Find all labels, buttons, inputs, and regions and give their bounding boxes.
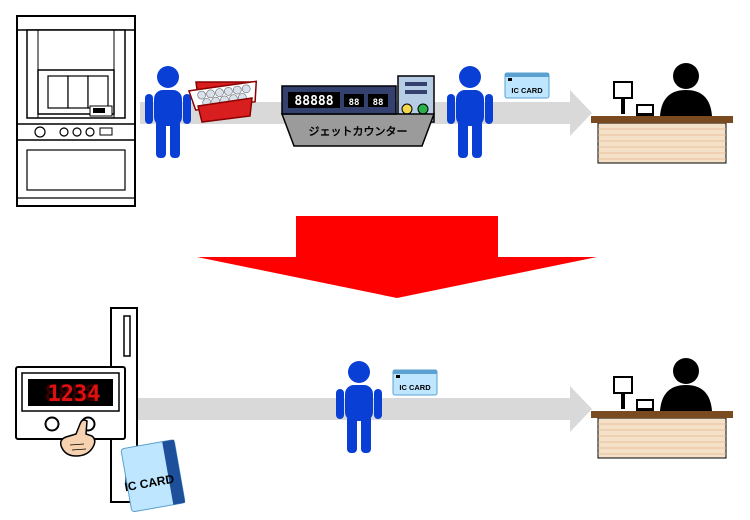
person-icon-top-1 bbox=[145, 66, 191, 158]
jet-counter-machine bbox=[280, 75, 436, 147]
ball-tray-icon bbox=[187, 80, 258, 123]
jet-counter-label: ジェットカウンター bbox=[309, 125, 408, 138]
game-machine bbox=[16, 15, 136, 207]
ic-card-icon-bottom bbox=[392, 369, 438, 396]
person-icon-bottom bbox=[336, 361, 382, 453]
transition-arrow bbox=[197, 216, 597, 298]
exchange-counter-top bbox=[591, 63, 733, 164]
ic-card-label-top: IC CARD bbox=[511, 86, 543, 95]
ic-card-label-bottom: IC CARD bbox=[399, 383, 431, 392]
ic-card-icon-top bbox=[504, 72, 550, 99]
person-icon-top-2 bbox=[447, 66, 493, 158]
card-unit-display-box bbox=[15, 366, 126, 440]
jet-counter-display-b: 88 bbox=[373, 98, 384, 108]
pointing-hand-icon bbox=[59, 419, 96, 457]
ic-card-large-icon bbox=[120, 439, 186, 513]
exchange-counter-bottom bbox=[591, 358, 733, 459]
card-unit-display-digits: 1234 bbox=[48, 382, 101, 407]
jet-counter-display-a: 88 bbox=[349, 98, 360, 108]
card-unit-display-ghost: 8888 bbox=[45, 382, 98, 407]
jet-counter-display-main: 88888 bbox=[294, 94, 333, 109]
